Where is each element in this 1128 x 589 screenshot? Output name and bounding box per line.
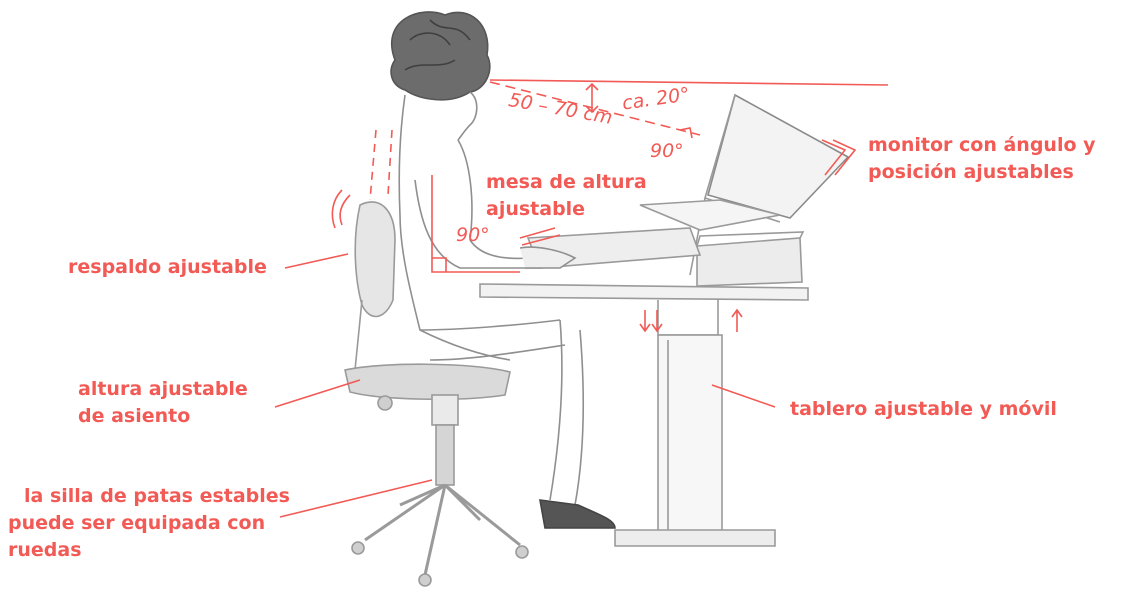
monitor-callout-line-1: monitor con ángulo y xyxy=(868,132,1096,159)
desk-callout: mesa de altura ajustable xyxy=(486,169,647,223)
monitor-angle-label: 90° xyxy=(650,140,684,162)
chair-callout-line-1: la silla de patas estables xyxy=(8,483,290,510)
seat xyxy=(345,364,510,399)
board-callout: tablero ajustable y móvil xyxy=(790,396,1057,423)
seat-callout: altura ajustable de asiento xyxy=(78,376,248,430)
desk-callout-line-2: ajustable xyxy=(486,196,647,223)
elbow-angle-label: 90° xyxy=(456,224,490,246)
backrest-callout: respaldo ajustable xyxy=(68,254,267,281)
desk-illustration xyxy=(480,95,848,546)
chair-illustration xyxy=(345,202,528,586)
backrest xyxy=(355,202,395,317)
seat-callout-line-2: de asiento xyxy=(78,403,248,430)
hair xyxy=(391,12,490,100)
monitor-callout-line-2: posición ajustables xyxy=(868,159,1096,186)
sight-line xyxy=(490,80,888,85)
chair-callout-line-2: puede ser equipada con xyxy=(8,510,290,537)
up-arrow-icon xyxy=(732,310,742,332)
chair-callout-line-3: ruedas xyxy=(8,537,290,564)
monitor-callout: monitor con ángulo y posición ajustables xyxy=(868,132,1096,186)
person-illustration xyxy=(391,12,615,528)
shoe xyxy=(540,500,615,528)
desk-callout-line-1: mesa de altura xyxy=(486,169,647,196)
chair-callout: la silla de patas estables puede ser equ… xyxy=(8,483,290,564)
seat-callout-line-1: altura ajustable xyxy=(78,376,248,403)
